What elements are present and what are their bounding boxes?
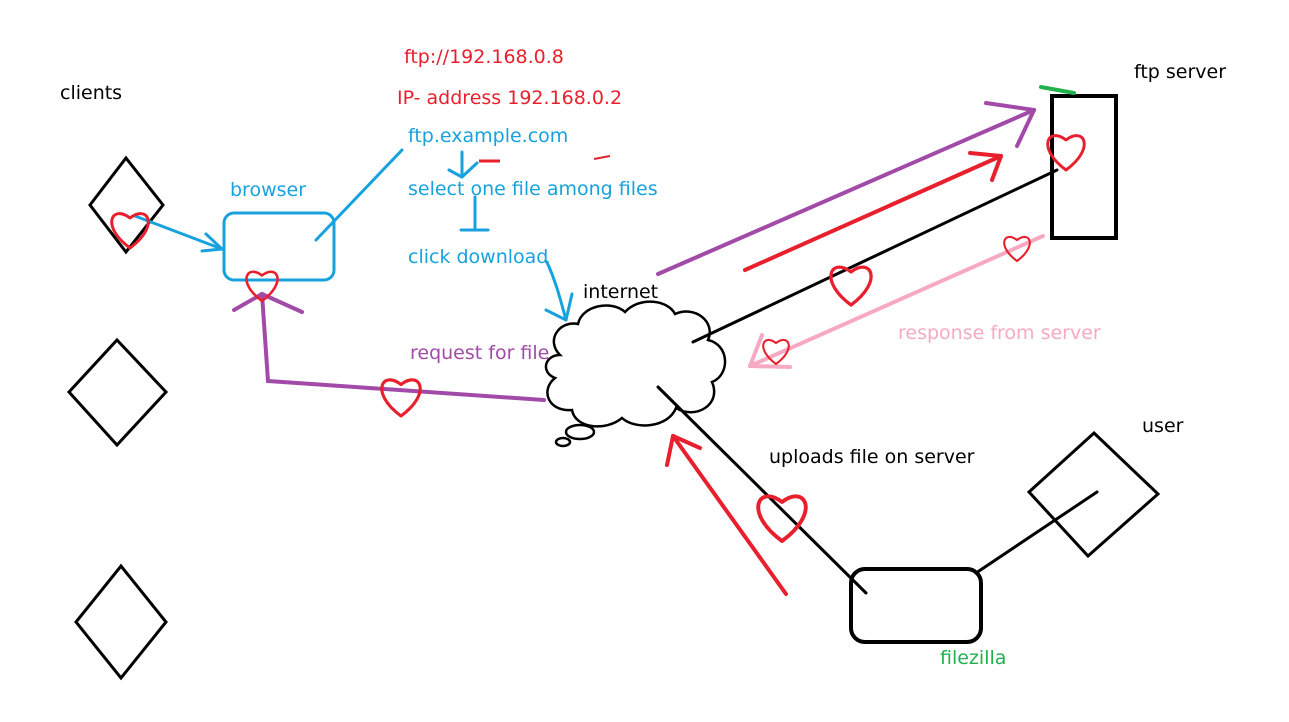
heart-icon (1046, 134, 1086, 172)
browser-label: browser (230, 179, 306, 201)
upload-arrow (665, 434, 788, 596)
heart-icon (245, 270, 279, 303)
ftp-server-box (1050, 94, 1118, 240)
internet-filezilla-link (656, 385, 868, 595)
clients-label: clients (60, 82, 122, 104)
heart-icon (756, 494, 808, 543)
ftp-url-label: ftp://192.168.0.8 (404, 46, 564, 68)
ftp-server-label: ftp server (1134, 61, 1226, 83)
click-download-label: click download (408, 246, 548, 268)
heart-icon (762, 338, 790, 366)
download-to-internet-arrow (544, 260, 574, 322)
ip-address-label: IP- address 192.168.0.2 (397, 87, 622, 109)
select-file-label: select one file among files (408, 178, 658, 200)
uploads-file-label: uploads file on server (769, 446, 975, 468)
ftp-domain-label: ftp.example.com (408, 125, 568, 147)
internet-server-link (691, 168, 1059, 344)
filezilla-box (849, 567, 983, 644)
internet-cloud-icon (544, 300, 727, 448)
response-arrow (748, 234, 1045, 369)
purple-arrow-to-server (656, 101, 1036, 276)
user-diamond (1026, 430, 1161, 559)
response-label: response from server (898, 322, 1101, 344)
step-arrow-1 (447, 150, 479, 179)
heart-icon (380, 378, 422, 418)
heart-icon (829, 265, 873, 307)
internet-label: internet (583, 281, 658, 303)
server-green-mark (1039, 85, 1076, 95)
client-diamond-3 (74, 563, 168, 681)
user-label: user (1142, 415, 1184, 437)
heart-icon (1003, 235, 1031, 263)
browser-to-url-line (314, 148, 404, 242)
red-arrow-to-server (743, 151, 1003, 272)
browser-box (222, 211, 336, 282)
request-for-file-label: request for file (410, 342, 549, 364)
step-arrow-2 (459, 195, 490, 232)
filezilla-label: filezilla (940, 647, 1006, 669)
heart-icon (110, 212, 150, 250)
red-mark-2 (593, 155, 611, 160)
filezilla-user-link (974, 490, 1099, 575)
client-diamond-1 (88, 155, 165, 255)
client-diamond-2 (66, 337, 169, 448)
